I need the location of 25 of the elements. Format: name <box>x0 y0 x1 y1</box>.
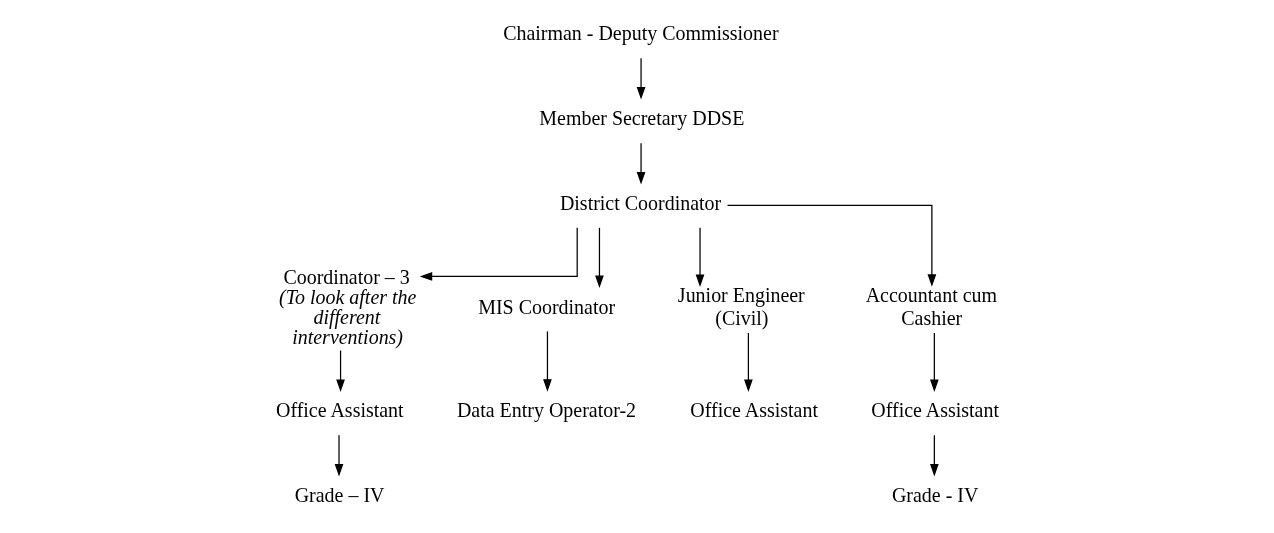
arrow <box>419 227 578 281</box>
node-text: Member Secretary DDSE <box>539 107 745 130</box>
arrow <box>636 142 646 185</box>
node-text: Data Entry Operator-2 <box>456 399 637 422</box>
arrow <box>336 349 345 392</box>
arrow <box>543 330 552 392</box>
arrow <box>695 227 705 287</box>
node-text: Junior Engineer (Civil) <box>677 284 805 329</box>
node-text: Grade – IV <box>294 484 385 507</box>
node-text: Chairman - Deputy Commissioner <box>503 22 779 45</box>
arrow <box>726 204 937 287</box>
node-text: Office Assistant <box>871 399 999 422</box>
node-text: Coordinator – 3 (To look after the different interventions) <box>279 265 417 348</box>
arrow <box>930 332 939 392</box>
node-text: Accountant cum Cashier <box>865 284 998 329</box>
arrow <box>334 434 344 477</box>
node-text: MIS Coordinator <box>478 295 616 318</box>
arrow <box>595 227 604 289</box>
arrow <box>636 57 646 100</box>
node-text: Office Assistant <box>690 399 819 422</box>
node-text: Office Assistant <box>275 399 404 422</box>
arrow <box>930 434 939 477</box>
node-text: Grade - IV <box>891 484 979 507</box>
arrow <box>744 332 753 392</box>
node-text: District Coordinator <box>559 192 722 215</box>
